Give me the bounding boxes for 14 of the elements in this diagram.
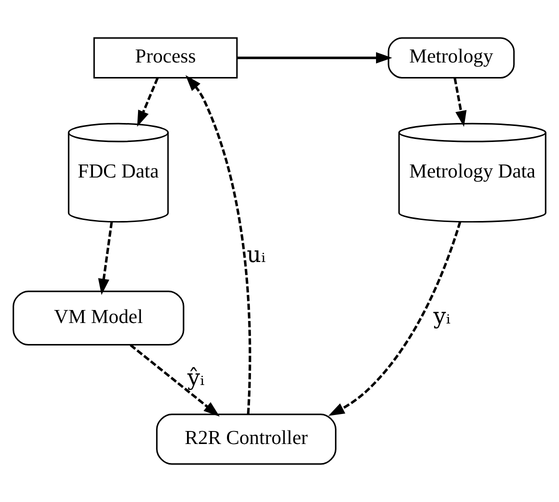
node-box: R2R Controller (156, 414, 336, 465)
edge-label: uᵢ (246, 242, 266, 268)
node-box: Metrology (388, 37, 515, 78)
edge-label: yᵢ (433, 304, 450, 330)
arrow (130, 344, 220, 417)
arrow (454, 78, 467, 127)
arrow (328, 222, 462, 416)
arrow (236, 52, 392, 64)
node-box: VM Model (12, 290, 184, 346)
edge-label: ŷᵢ (187, 365, 205, 392)
arrow (137, 78, 159, 127)
node-box: Process (93, 37, 238, 78)
arrow (98, 222, 113, 295)
arrow (186, 75, 252, 414)
